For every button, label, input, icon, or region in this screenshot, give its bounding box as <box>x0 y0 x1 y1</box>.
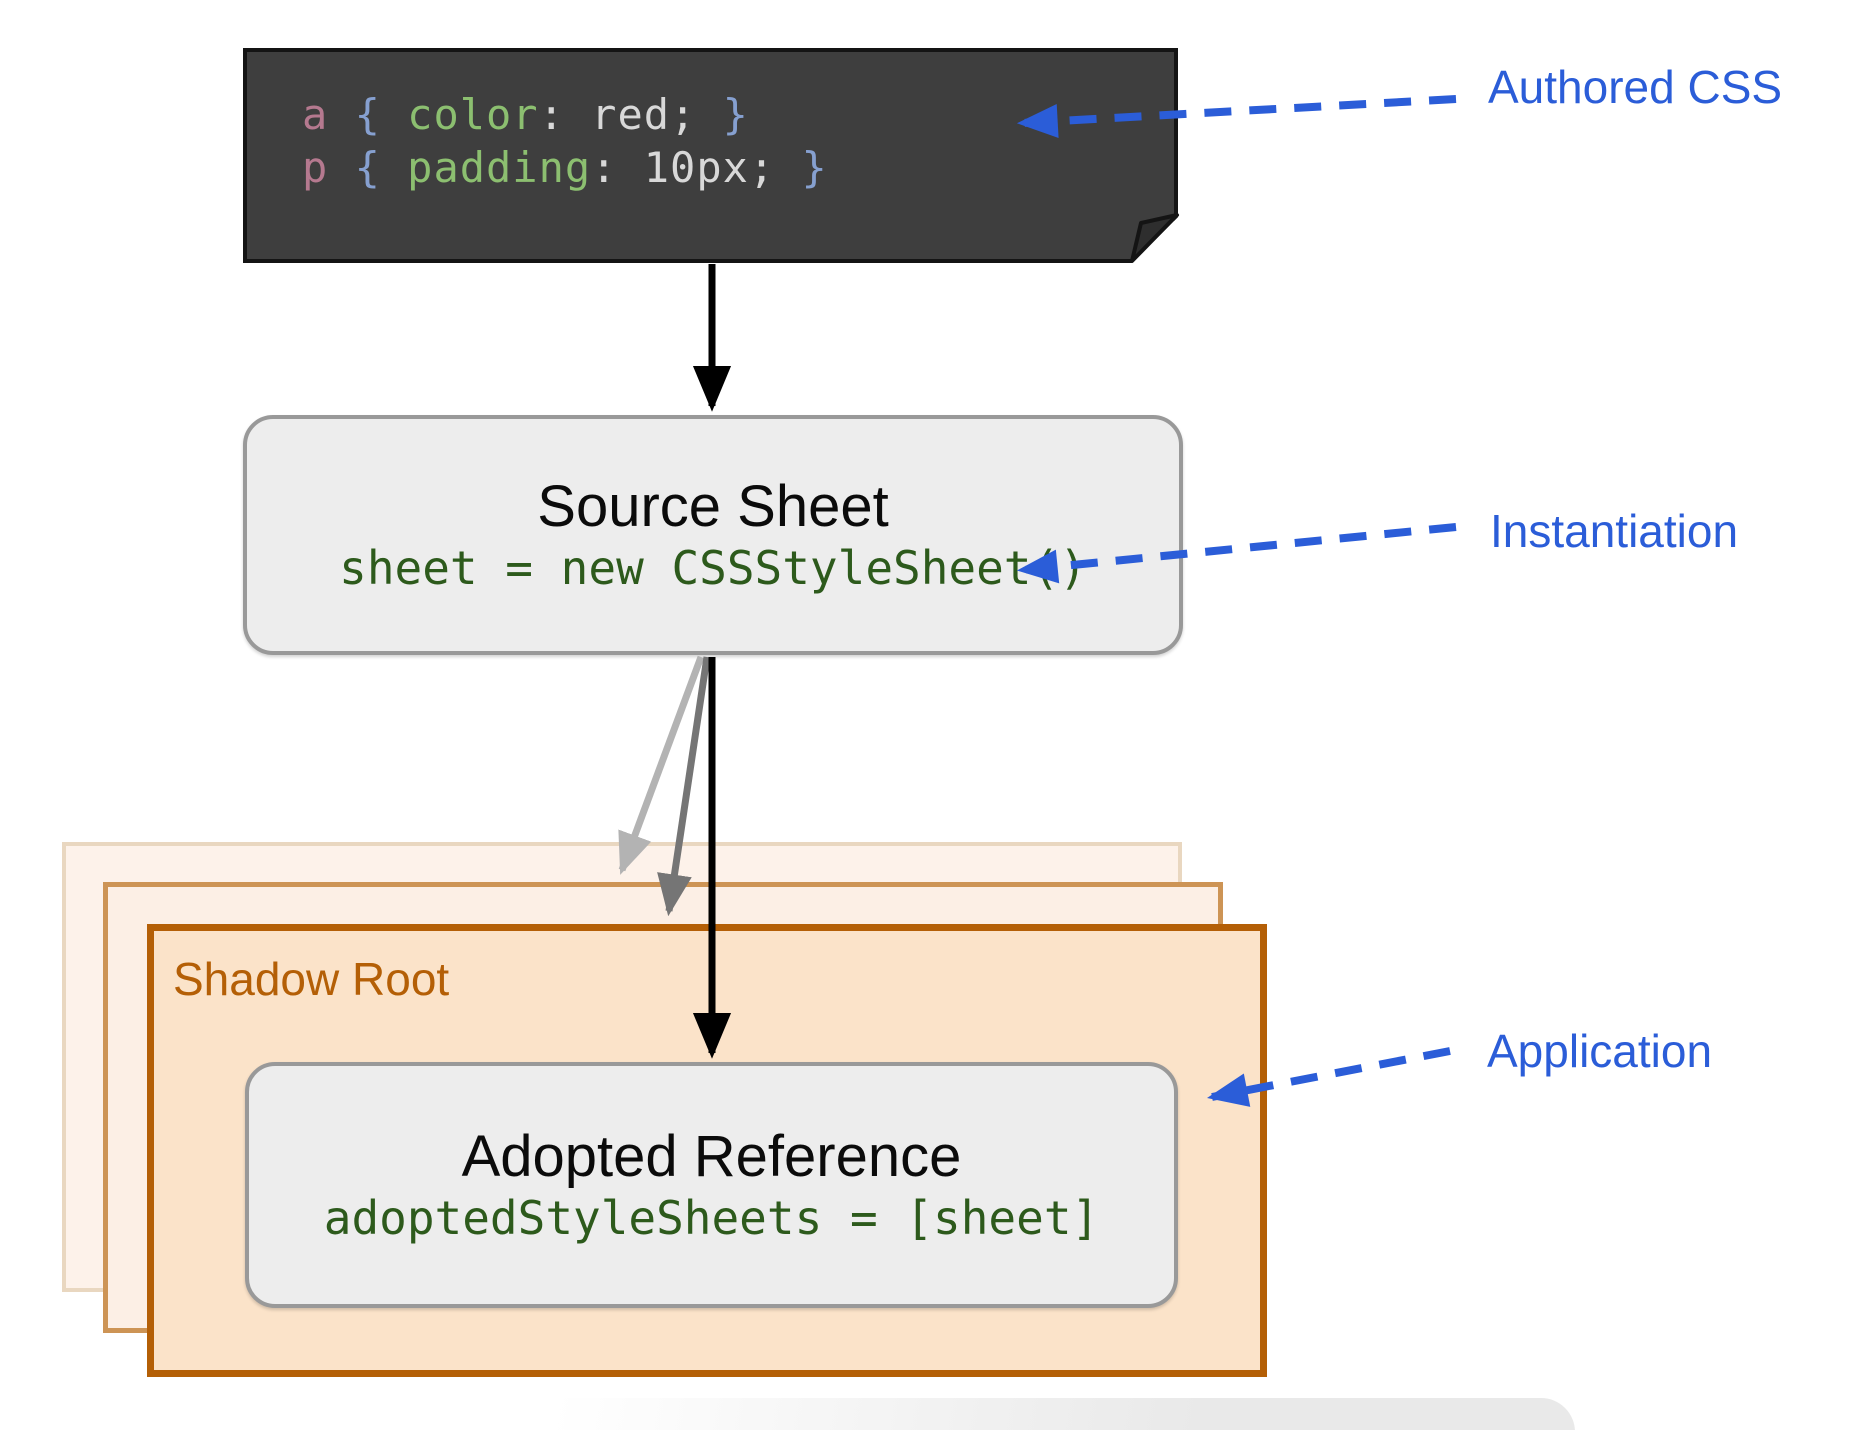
source-sheet-title: Source Sheet <box>537 474 889 539</box>
shadow-root-label: Shadow Root <box>173 953 450 1005</box>
adopted-reference-code: adoptedStyleSheets = [sheet] <box>323 1191 1100 1245</box>
instantiation-label: Instantiation <box>1490 505 1739 557</box>
application-label: Application <box>1487 1025 1713 1077</box>
css-rule-line-1: a { color: red; } <box>302 90 749 139</box>
authored-css-code-block: a { color: red; } p { padding: 10px; } <box>243 48 1178 263</box>
authored-css-label: Authored CSS <box>1488 61 1783 113</box>
source-sheet-box: Source Sheet sheet = new CSSStyleSheet() <box>243 415 1183 655</box>
background-sheet-edge <box>330 1398 1575 1430</box>
arrow-source-to-back-shadow <box>618 655 705 875</box>
adopted-reference-box: Adopted Reference adoptedStyleSheets = [… <box>245 1062 1178 1308</box>
css-rule-line-2: p { padding: 10px; } <box>302 143 828 192</box>
source-sheet-code: sheet = new CSSStyleSheet() <box>339 541 1087 595</box>
adopted-reference-title: Adopted Reference <box>461 1124 962 1189</box>
